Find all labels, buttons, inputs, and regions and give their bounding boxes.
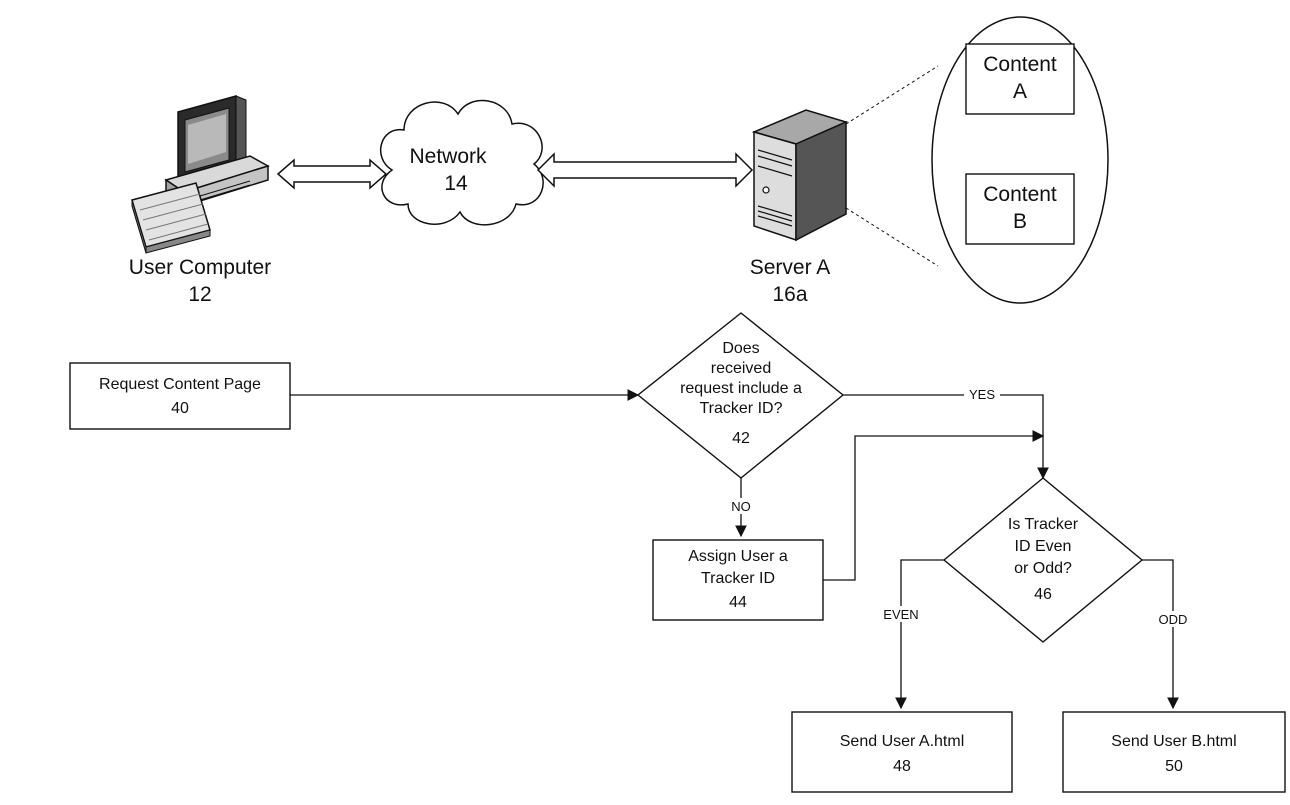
- request-content-label: Request Content Page: [99, 376, 261, 393]
- edge-no-label: NO: [731, 499, 751, 514]
- tracker-id-decision-line3: request include a: [680, 380, 802, 397]
- tracker-id-decision-line4: Tracker ID?: [700, 400, 783, 417]
- edge-yes-label: YES: [969, 387, 995, 402]
- user-computer-ref: 12: [188, 283, 211, 306]
- computer-network-link: [276, 158, 388, 190]
- assign-tracker-line2: Tracker ID: [701, 570, 775, 587]
- content-a-line2: A: [1013, 80, 1027, 103]
- send-a-box: [791, 711, 1013, 793]
- parity-decision: [942, 477, 1144, 643]
- parity-decision-ref: 46: [1034, 586, 1052, 603]
- edge-odd-label: ODD: [1159, 612, 1188, 627]
- tracker-id-decision-ref: 42: [732, 430, 750, 447]
- parity-decision-line1: Is Tracker: [1008, 516, 1079, 533]
- content-a-box: [965, 43, 1075, 115]
- assign-tracker-box: [652, 539, 824, 621]
- content-b-line2: B: [1013, 210, 1027, 233]
- content-b-line1: Content: [983, 183, 1057, 206]
- network-cloud-icon: [380, 99, 544, 226]
- edge-yes: [843, 394, 1049, 480]
- network-ref: 14: [444, 172, 468, 195]
- network-name: Network: [409, 145, 487, 168]
- send-b-ref: 50: [1165, 758, 1183, 775]
- send-b-box: [1062, 711, 1286, 793]
- send-a-label: Send User A.html: [840, 733, 965, 750]
- edge-even-label: EVEN: [883, 607, 918, 622]
- server-ref: 16a: [772, 283, 807, 306]
- parity-decision-line2: ID Even: [1015, 538, 1072, 555]
- parity-decision-line3: or Odd?: [1014, 560, 1072, 577]
- assign-tracker-ref: 44: [729, 594, 747, 611]
- edge-odd-label-bg: [1152, 611, 1194, 627]
- send-a-ref: 48: [893, 758, 911, 775]
- user-computer-icon: [131, 95, 270, 254]
- edge-even-label-bg: [876, 606, 926, 622]
- server-name: Server A: [750, 256, 831, 279]
- tracker-id-decision-line1: Does: [722, 340, 759, 357]
- server-content-connector-bottom: [845, 207, 939, 267]
- edge-no-label-bg: [724, 498, 758, 514]
- assign-tracker-line1: Assign User a: [688, 548, 788, 565]
- edge-even: [895, 559, 944, 710]
- network-server-link: [536, 152, 754, 188]
- server-icon: [751, 109, 849, 242]
- request-content-ref: 40: [171, 400, 189, 417]
- user-computer-name: User Computer: [129, 256, 271, 279]
- request-content-box: [69, 362, 291, 430]
- tracker-id-decision-line2: received: [711, 360, 771, 377]
- edge-yes-label-bg: [964, 386, 1000, 402]
- send-b-label: Send User B.html: [1111, 733, 1236, 750]
- content-a-line1: Content: [983, 53, 1057, 76]
- content-b-box: [965, 173, 1075, 245]
- edge-odd: [1142, 559, 1179, 710]
- edge-assign-to-parity: [823, 430, 1045, 581]
- server-content-connector-top: [845, 65, 939, 125]
